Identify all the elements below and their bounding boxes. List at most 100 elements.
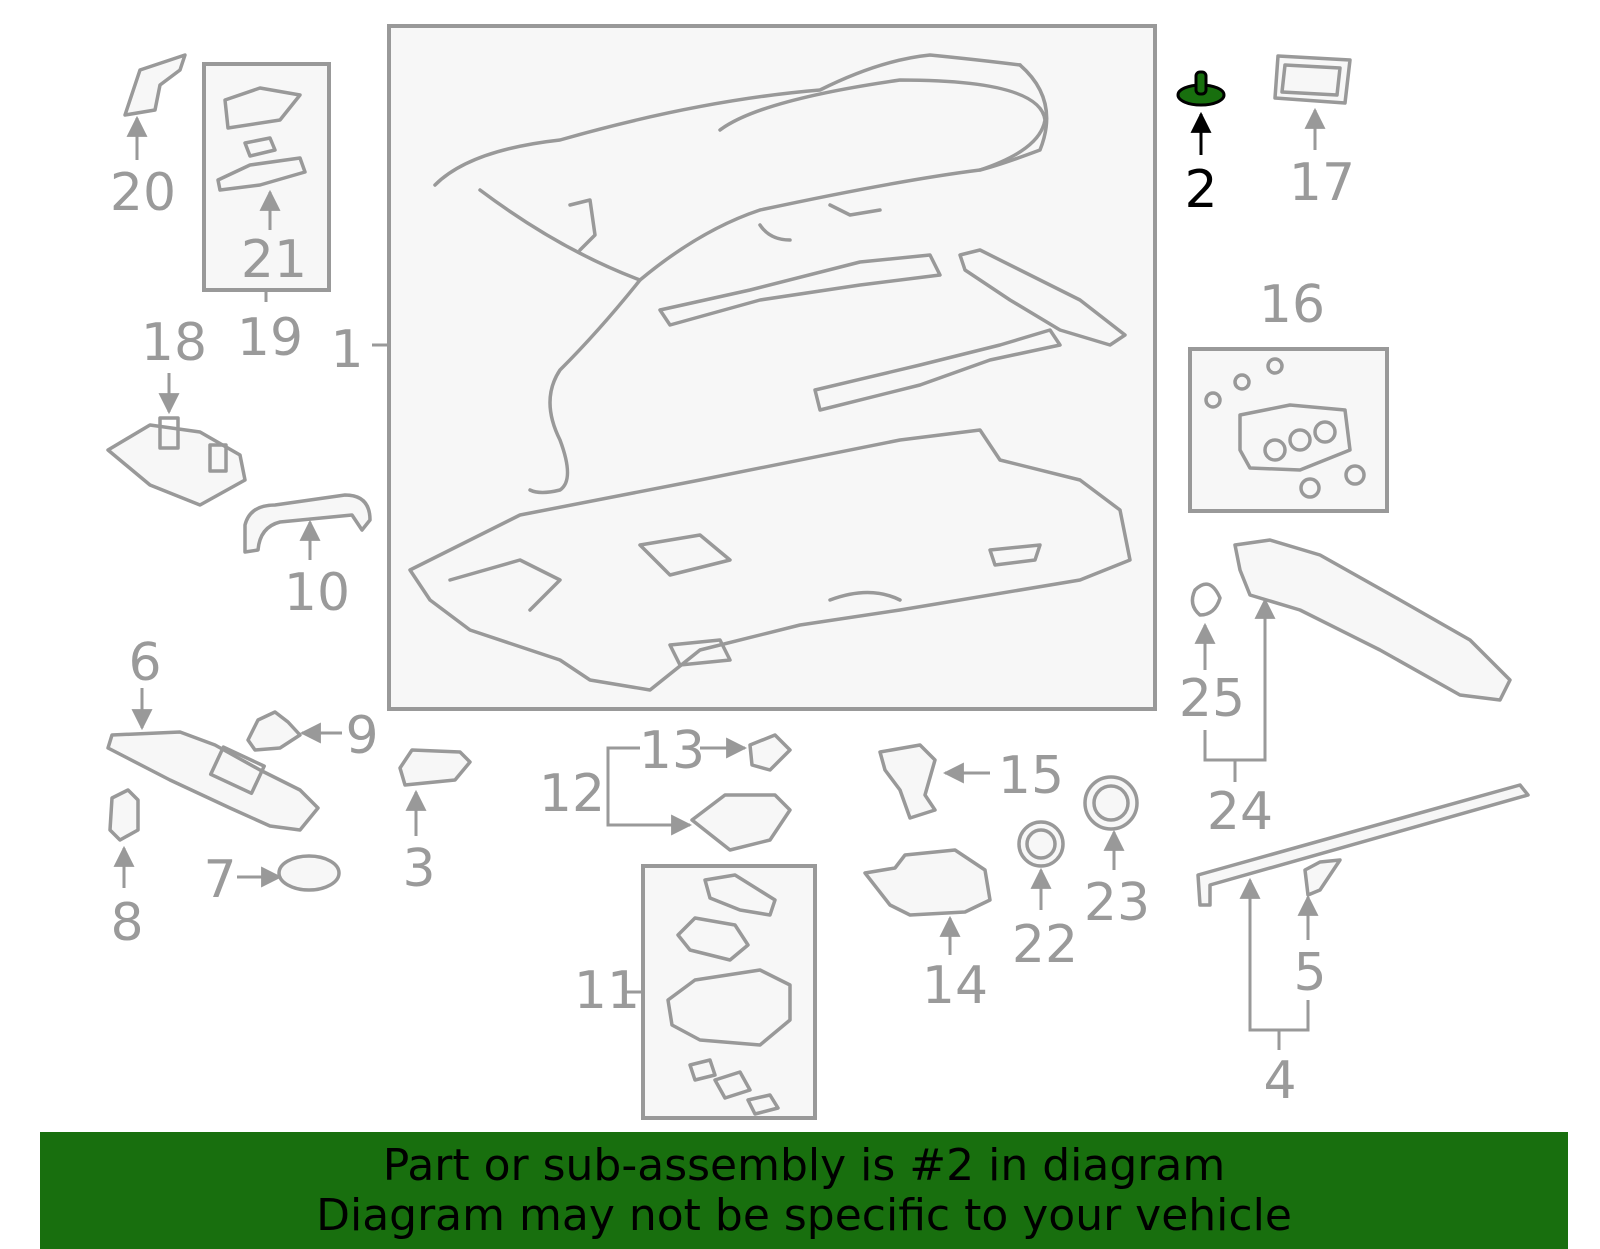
- info-banner: Part or sub-assembly is #2 in diagram Di…: [40, 1132, 1568, 1249]
- console-knob-2: [1313, 420, 1337, 444]
- console-housing: [666, 968, 792, 1047]
- part-7-shape: [277, 854, 341, 892]
- callout-8: 8: [110, 893, 143, 953]
- console-button-3: [746, 1093, 780, 1116]
- part-10-assist-grip[interactable]: 10: [243, 493, 372, 623]
- roof-wire-harness-upper: [433, 53, 1022, 187]
- dome-lamp-lens: [216, 156, 307, 192]
- part-20-bracket[interactable]: 20: [110, 53, 187, 223]
- callout-24: 24: [1207, 782, 1273, 842]
- dome-lamp-bulb: [243, 136, 277, 158]
- part-1-headliner-assembly[interactable]: 1: [330, 24, 1157, 711]
- callout-12: 12: [539, 764, 605, 824]
- part-13-shape: [748, 733, 792, 772]
- callout-6: 6: [128, 633, 161, 693]
- part-9-visor-holder[interactable]: 9: [246, 706, 379, 766]
- callout-25: 25: [1179, 669, 1245, 729]
- roof-reinforcement-bracket-rear: [813, 328, 1062, 412]
- part-7-cap[interactable]: 7: [203, 850, 341, 910]
- callout-7: 7: [203, 850, 236, 910]
- part-2-clip-highlighted[interactable]: 2: [1176, 70, 1226, 220]
- callout-9: 9: [345, 706, 378, 766]
- wire-clip-3: [828, 203, 882, 217]
- part-5-clip: [1303, 858, 1342, 897]
- console-screw-1: [1204, 391, 1222, 409]
- part-24-roof-side-trim[interactable]: 25 24: [1179, 538, 1512, 842]
- part-11-overhead-console[interactable]: 11: [574, 864, 817, 1120]
- callout-10: 10: [284, 563, 350, 623]
- banner-line-2: Diagram may not be specific to your vehi…: [316, 1189, 1292, 1241]
- callout-5: 5: [1293, 943, 1326, 1003]
- part-22-plug[interactable]: 22: [1012, 820, 1078, 975]
- headliner-panel: [408, 428, 1132, 692]
- console-knob-1: [1288, 428, 1312, 452]
- part-18-tab-2: [208, 443, 228, 473]
- wire-clip-2: [758, 223, 792, 242]
- callout-18: 18: [141, 313, 207, 373]
- console-button-1: [688, 1058, 717, 1082]
- callout-20: 20: [110, 163, 176, 223]
- banner-line-1: Part or sub-assembly is #2 in diagram: [382, 1139, 1226, 1191]
- roof-reinforcement-bracket-front: [658, 253, 942, 327]
- callout-2: 2: [1184, 160, 1217, 220]
- callout-17: 17: [1289, 153, 1355, 213]
- part-20-shape: [123, 53, 187, 117]
- console-cap-2: [1344, 464, 1366, 486]
- headliner-center-recess: [638, 533, 732, 577]
- part-17-inner: [1280, 63, 1342, 97]
- part-23-grommet[interactable]: 23: [1083, 775, 1150, 933]
- part-19-dome-lamp-assembly[interactable]: 21 19: [202, 62, 331, 368]
- part-12-map-lamp-assembly[interactable]: 13 12: [539, 721, 792, 852]
- part-6-sun-visor[interactable]: 6: [106, 633, 320, 832]
- part-3-shape: [398, 748, 472, 787]
- roof-reinforcement-bracket-side: [958, 248, 1127, 347]
- callout-15: 15: [998, 746, 1064, 806]
- console-cap-1: [1299, 477, 1321, 499]
- callout-21: 21: [241, 230, 307, 290]
- headliner-rear-recess: [668, 638, 732, 667]
- headliner-sunvisor-recess-left: [448, 558, 562, 612]
- part-4-molding: [1196, 783, 1530, 907]
- callout-3: 3: [402, 839, 435, 899]
- visor-mirror: [208, 745, 266, 796]
- roof-wire-harness-loop: [638, 78, 1047, 282]
- part-22-inner: [1025, 828, 1057, 860]
- part-4-roof-molding[interactable]: 5 4: [1196, 783, 1530, 1111]
- part-17-cover[interactable]: 17: [1273, 54, 1355, 213]
- part-14-lamp-housing[interactable]: 14: [863, 848, 992, 1016]
- part-18-console-bracket[interactable]: 18: [106, 313, 247, 507]
- part-16-roof-console-assembly[interactable]: 16: [1188, 275, 1389, 513]
- callout-11: 11: [574, 961, 640, 1021]
- roof-wire-harness-lower: [478, 188, 642, 495]
- callout-16: 16: [1259, 275, 1325, 335]
- part-15-connector[interactable]: 15: [878, 743, 1064, 820]
- part-18-tab-1: [158, 416, 180, 450]
- callout-4: 4: [1263, 1051, 1296, 1111]
- headliner-right-recess: [988, 543, 1042, 567]
- console-switch-panel: [703, 873, 777, 917]
- callout-14: 14: [922, 956, 988, 1016]
- console-knob-3: [1263, 438, 1287, 462]
- callout-22: 22: [1012, 915, 1078, 975]
- clip-stem: [1194, 70, 1208, 96]
- part-23-inner: [1092, 784, 1130, 822]
- part-9-shape: [246, 710, 302, 752]
- console-screw-3: [1266, 357, 1284, 375]
- console-button-2: [713, 1070, 752, 1100]
- callout-23: 23: [1084, 873, 1150, 933]
- part-24-shape: [1233, 538, 1512, 702]
- console-lens: [676, 916, 750, 962]
- part-10-shape: [243, 493, 372, 554]
- part-14-shape: [863, 848, 992, 917]
- part-8-shape: [108, 788, 140, 842]
- callout-19: 19: [237, 308, 303, 368]
- part-6-shape: [106, 730, 320, 832]
- headliner-console-recess: [828, 590, 902, 602]
- part-25-clip: [1190, 582, 1222, 617]
- part-8-visor-clip[interactable]: 8: [108, 788, 144, 953]
- part-12-shape: [690, 793, 792, 852]
- console-screw-2: [1233, 373, 1251, 391]
- part-3-lamp[interactable]: 3: [398, 748, 472, 899]
